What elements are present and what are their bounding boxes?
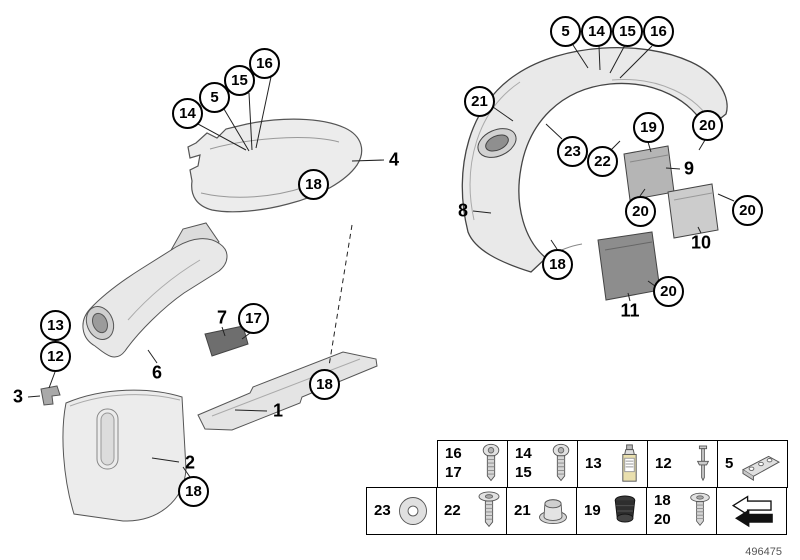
callout-22[interactable]: 22 [587, 146, 618, 177]
callout-18[interactable]: 18 [542, 249, 573, 280]
legend-cell-5[interactable]: 5 [717, 440, 788, 488]
callout-18[interactable]: 18 [298, 169, 329, 200]
washer-icon [399, 497, 427, 525]
pan-screw-icon [478, 491, 500, 528]
part-2-illustration [62, 389, 187, 522]
legend-number: 22 [444, 501, 461, 519]
part-label-6[interactable]: 6 [151, 362, 163, 383]
part-11-illustration [597, 231, 661, 301]
callout-14[interactable]: 14 [581, 16, 612, 47]
legend-cell-23[interactable]: 23 [366, 487, 437, 535]
part-7-illustration [204, 325, 249, 357]
direction-arrow-icon [731, 495, 773, 528]
part-label-4[interactable]: 4 [388, 149, 400, 170]
legend-number: 21 [514, 501, 531, 519]
callout-20[interactable]: 20 [653, 276, 684, 307]
callout-23[interactable]: 23 [557, 136, 588, 167]
part-4-illustration [187, 118, 363, 213]
callout-16[interactable]: 16 [249, 48, 280, 79]
callout-20[interactable]: 20 [692, 110, 723, 141]
blind-plug-icon [614, 495, 636, 523]
leader-lines [27, 44, 735, 478]
assembly-dashed-line [328, 224, 353, 367]
legend-number: 23 [374, 501, 391, 519]
callout-12[interactable]: 12 [40, 341, 71, 372]
part-label-1[interactable]: 1 [272, 400, 284, 421]
part-label-9[interactable]: 9 [683, 158, 695, 179]
part-label-8[interactable]: 8 [457, 200, 469, 221]
pan-screw-icon [690, 492, 710, 527]
callout-19[interactable]: 19 [633, 112, 664, 143]
callout-14[interactable]: 14 [172, 98, 203, 129]
callout-13[interactable]: 13 [40, 310, 71, 341]
bracket-plate-icon [741, 455, 781, 482]
part-label-3[interactable]: 3 [12, 386, 24, 407]
legend-number: 15 [515, 464, 532, 481]
callout-17[interactable]: 17 [238, 303, 269, 334]
part-3-illustration [40, 385, 61, 406]
legend-number: 20 [654, 511, 671, 528]
part-10-illustration [667, 183, 719, 239]
grommet-nut-icon [539, 499, 567, 525]
legend-cell-21[interactable]: 21 [506, 487, 577, 535]
legend-number: 14 [515, 445, 532, 463]
part-label-11[interactable]: 11 [620, 300, 640, 321]
torx-screw-icon [482, 443, 500, 482]
torx-screw-icon [552, 443, 570, 482]
legend-row-top: 16 17 14 15 13 [437, 440, 788, 488]
callout-18[interactable]: 18 [309, 369, 340, 400]
legend-row-bottom: 23 22 21 [366, 487, 787, 535]
legend-number: 5 [725, 454, 734, 472]
legend-number: 18 [654, 492, 671, 510]
callout-18[interactable]: 18 [178, 476, 209, 507]
legend-number: 16 [445, 445, 462, 463]
legend-number: 12 [655, 454, 672, 472]
callout-15[interactable]: 15 [612, 16, 643, 47]
legend-number: 17 [445, 464, 462, 481]
legend-cell-14-15[interactable]: 14 15 [507, 440, 578, 488]
legend-cell-direction[interactable] [716, 487, 787, 535]
legend-cell-19[interactable]: 19 [576, 487, 647, 535]
legend-cell-18-20[interactable]: 18 20 [646, 487, 717, 535]
legend-cell-13[interactable]: 13 [577, 440, 648, 488]
callout-16[interactable]: 16 [643, 16, 674, 47]
legend-number: 19 [584, 501, 601, 519]
part-label-2[interactable]: 2 [184, 452, 196, 473]
part-label-10[interactable]: 10 [690, 232, 712, 253]
callout-20[interactable]: 20 [625, 196, 656, 227]
part-9-illustration [623, 145, 675, 201]
part-6-illustration [82, 222, 228, 358]
legend-number: 13 [585, 454, 602, 472]
document-number: 496475 [745, 546, 782, 558]
part-1-illustration [197, 351, 378, 431]
legend-cell-22[interactable]: 22 [436, 487, 507, 535]
part-label-7[interactable]: 7 [216, 307, 228, 328]
expanding-rivet-icon [696, 445, 710, 482]
legend-cell-16-17[interactable]: 16 17 [437, 440, 508, 488]
callout-20[interactable]: 20 [732, 195, 763, 226]
legend-cell-12[interactable]: 12 [647, 440, 718, 488]
callout-5[interactable]: 5 [550, 16, 581, 47]
adhesive-tube-icon [622, 444, 637, 482]
callout-21[interactable]: 21 [464, 86, 495, 117]
